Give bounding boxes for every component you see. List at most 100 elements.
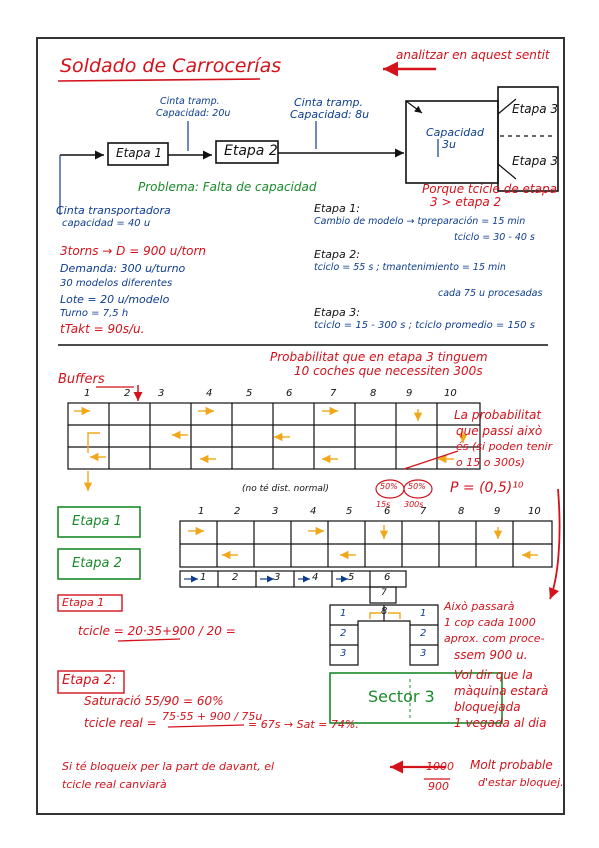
bottom-note-2: tcicle real canviarà	[62, 778, 167, 791]
cinta1-label: Cinta tramp.	[160, 96, 220, 107]
left-list-0: 3torns → D = 900 u/torn	[60, 244, 207, 258]
etapa1-notes-line2: tciclo = 30 - 40 s	[454, 232, 535, 243]
prob-text-4: o 15 o 300s)	[456, 456, 525, 469]
small-grid-mid-8: 8	[381, 606, 388, 617]
etapa1-notes-title: Etapa 1:	[314, 202, 360, 215]
prob-text-3: és (si poden tenir	[456, 440, 553, 453]
grid2-num-6: 6	[384, 506, 391, 517]
prob-formula: P = (0,5)¹⁰	[450, 480, 524, 496]
small-grid-mid-7: 7	[381, 588, 387, 598]
row3-num-2: 2	[232, 572, 239, 583]
page-title: Soldado de Carrocerías	[60, 55, 282, 77]
row3-num-3: 3	[274, 572, 281, 583]
etapa3-top-label: Etapa 3	[512, 102, 559, 116]
grid1-num-4: 4	[206, 388, 213, 399]
etapa2-treal-result: = 67s → Sat = 74%.	[248, 718, 359, 731]
small-grid-left-1: 1	[340, 608, 347, 619]
grid2-num-1: 1	[198, 506, 205, 517]
right-note-6: bloquejada	[454, 700, 521, 714]
small-grid-right-2: 2	[420, 628, 427, 639]
prob-50-b: 50%	[408, 482, 426, 491]
likely-blocked-2: d'estar bloquej.	[478, 776, 564, 789]
grid1-num-9: 9	[406, 388, 413, 399]
grid2-num-10: 10	[528, 506, 541, 517]
small-grid-right-1: 1	[420, 608, 427, 619]
etapa3-notes-line1: tciclo = 15 - 300 s ; tciclo promedio = …	[314, 320, 535, 331]
grid1-num-7: 7	[330, 388, 337, 399]
etapa2-box-label: Etapa 2	[224, 143, 278, 159]
prob-text-2: que passi això	[456, 424, 543, 438]
grid2-num-8: 8	[458, 506, 465, 517]
distribution-note: (no té dist. normal)	[242, 484, 329, 494]
capacidad-box-label: Capacidad	[426, 126, 484, 139]
right-note-5: màquina estarà	[454, 684, 549, 698]
etapa2-notes-title: Etapa 2:	[314, 248, 360, 261]
cinta-transp-capacity: capacidad = 40 u	[62, 218, 151, 229]
ratio-denominator: 900	[428, 780, 449, 793]
grid1-num-6: 6	[286, 388, 293, 399]
prob-300s: 300s	[404, 500, 424, 509]
notebook-page: Soldado de Carrocerías analitzar en aque…	[36, 37, 565, 815]
grid2-num-5: 5	[346, 506, 353, 517]
sketch-lines	[57, 61, 561, 780]
etapa1-notes-line1: Cambio de modelo → tpreparación = 15 min	[314, 216, 526, 227]
grid2-num-4: 4	[310, 506, 317, 517]
row3-num-4: 4	[312, 572, 319, 583]
sector-label: Sector 3	[368, 687, 435, 706]
etapa1-green-label: Etapa 1	[72, 514, 122, 529]
right-note-1: 1 cop cada 1000	[444, 616, 536, 629]
grid1-num-5: 5	[246, 388, 253, 399]
left-list-1: Demanda: 300 u/turno	[60, 262, 186, 275]
prob-15s: 15s	[376, 500, 391, 509]
probability-note-line2: 10 coches que necessiten 300s	[294, 364, 483, 378]
cinta-transp-label: Cinta transportadora	[56, 204, 171, 217]
cinta2-capacity: Capacidad: 8u	[290, 108, 370, 121]
etapa2-notes-line2: cada 75 u procesadas	[438, 288, 543, 299]
grid2-num-3: 3	[272, 506, 279, 517]
analysis-direction-note: analitzar en aquest sentit	[396, 48, 550, 62]
grid1-num-3: 3	[158, 388, 165, 399]
etapa1-calc-label: Etapa 1	[62, 596, 105, 609]
left-list-3: Lote = 20 u/modelo	[60, 293, 170, 306]
right-note-3: ssem 900 u.	[454, 648, 528, 662]
etapa2-green-label: Etapa 2	[72, 556, 122, 571]
left-list-2: 30 modelos diferentes	[60, 278, 173, 289]
bottom-note-1: Si té bloqueix per la part de davant, el	[62, 760, 275, 773]
etapa3-bottom-label: Etapa 3	[512, 154, 559, 168]
right-note-2: aprox. com proce-	[444, 632, 545, 645]
row3-num-5: 5	[348, 572, 355, 583]
etapa3-notes-title: Etapa 3:	[314, 306, 360, 319]
grid2-num-9: 9	[494, 506, 501, 517]
ratio-numerator: 1000	[426, 760, 454, 773]
etapa1-calc-formula: tcicle = 20·35+900 / 20 =	[78, 624, 236, 638]
capacidad-box-value: 3u	[442, 138, 456, 151]
problem-statement: Problema: Falta de capacidad	[138, 180, 317, 194]
cinta2-label: Cinta tramp.	[294, 96, 364, 109]
cinta1-capacity: Capacidad: 20u	[156, 108, 231, 119]
grid1-num-1: 1	[84, 388, 91, 399]
etapa2-treal-formula: 75·55 + 900 / 75u	[162, 710, 263, 723]
grid2-num-2: 2	[234, 506, 241, 517]
buffers-label: Buffers	[58, 372, 105, 387]
grid1-num-8: 8	[370, 388, 377, 399]
small-grid-right-3: 3	[420, 648, 427, 659]
etapa1-box-label: Etapa 1	[116, 146, 163, 160]
grid1-num-2: 2	[124, 388, 131, 399]
reason-line2: 3 > etapa 2	[430, 195, 502, 209]
right-note-4: Vol dir que la	[454, 668, 533, 682]
right-note-0: Això passarà	[444, 600, 515, 613]
etapa2-calc-label: Etapa 2:	[62, 673, 117, 688]
etapa2-notes-line1: tciclo = 55 s ; tmantenimiento = 15 min	[314, 262, 506, 273]
prob-50-a: 50%	[380, 482, 398, 491]
row3-num-6: 6	[384, 572, 391, 583]
etapa2-treal-label: tcicle real =	[84, 716, 157, 730]
left-list-4: Turno = 7,5 h	[60, 308, 129, 319]
small-grid-left-3: 3	[340, 648, 347, 659]
row3-num-1: 1	[200, 572, 207, 583]
right-note-7: 1 vegada al dia	[454, 716, 547, 730]
etapa2-saturacio: Saturació 55/90 = 60%	[84, 694, 224, 708]
likely-blocked-1: Molt probable	[470, 758, 553, 772]
small-grid-left-2: 2	[340, 628, 347, 639]
left-list-5: tTakt = 90s/u.	[60, 322, 145, 336]
prob-text-1: La probabilitat	[454, 408, 542, 422]
